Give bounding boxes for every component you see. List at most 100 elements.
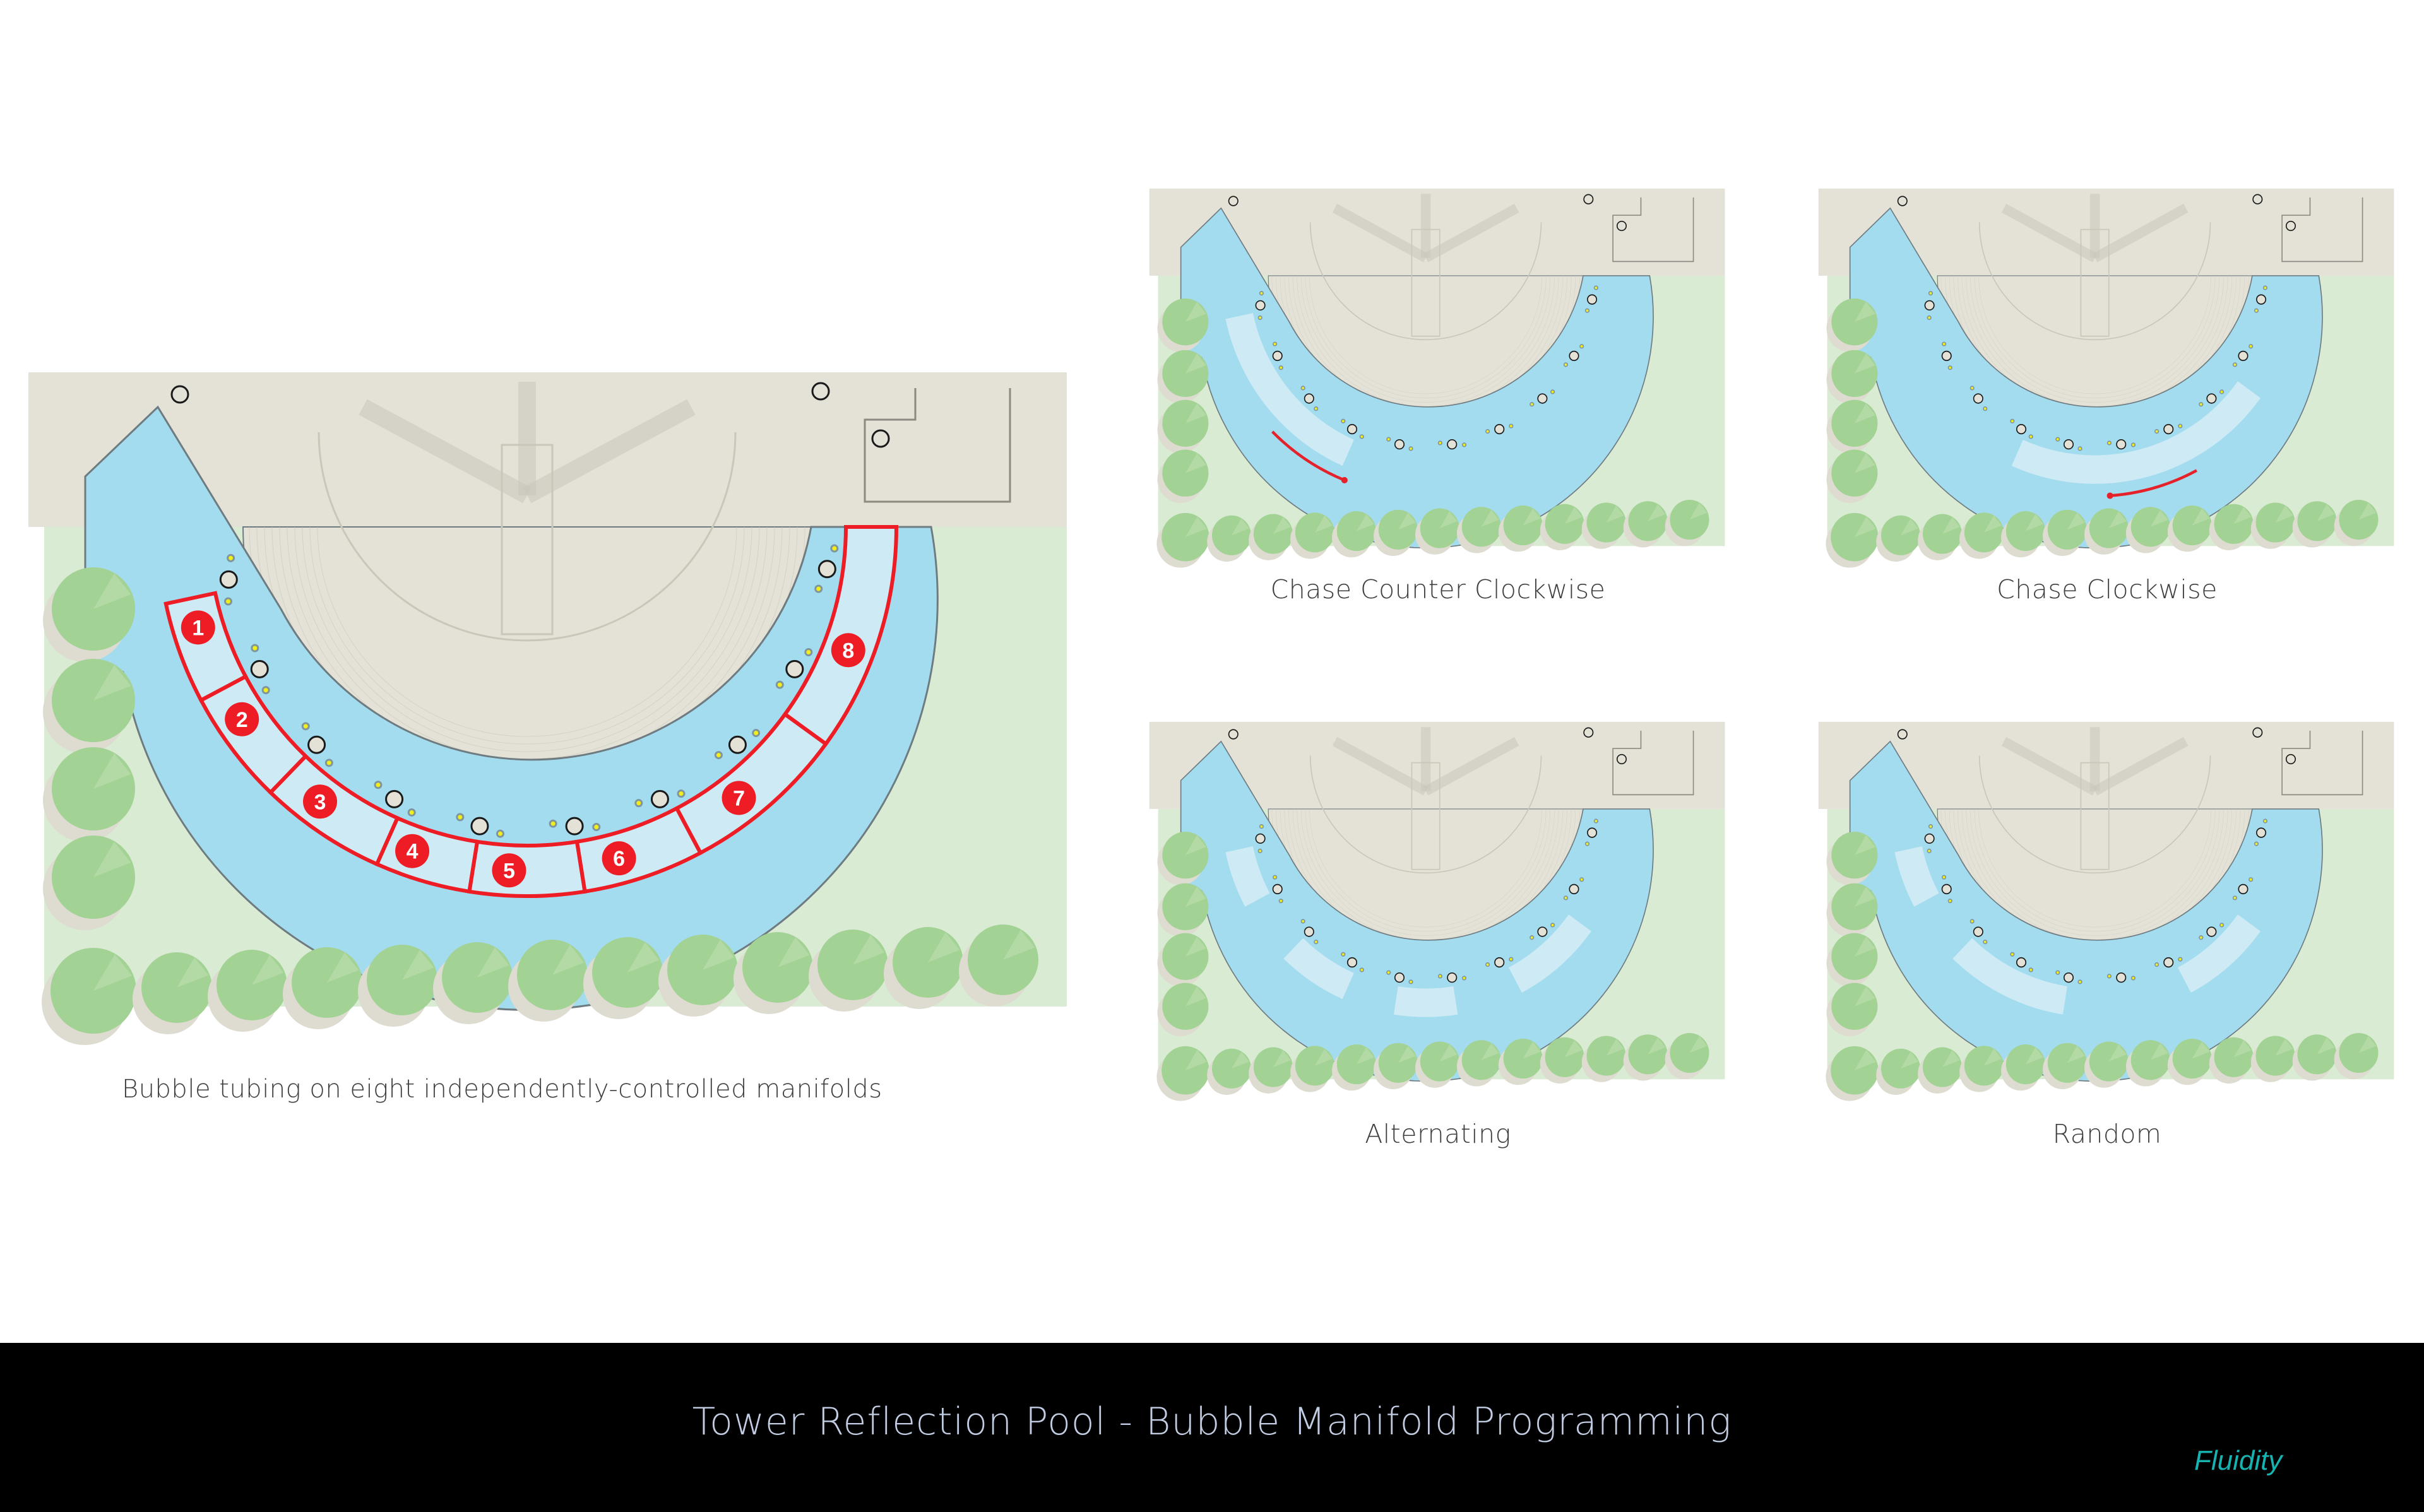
tree: [1826, 883, 1878, 937]
tree-highlight: [1648, 504, 1666, 521]
pool-light: [677, 789, 686, 798]
tree: [1826, 933, 1878, 987]
tree: [1415, 508, 1459, 555]
tree-canopy: [1162, 298, 1209, 346]
tree-highlight: [928, 932, 960, 962]
tree-highlight: [1185, 986, 1206, 1007]
pattern-caption-alternating: Alternating: [1365, 1119, 1511, 1149]
bubble-segment-2: [201, 676, 306, 793]
tree-highlight: [93, 664, 131, 700]
tree-highlight: [1854, 403, 1875, 423]
terrace-step-line: [1978, 275, 2211, 394]
tree-highlight: [2192, 1041, 2210, 1059]
pool-water: [1849, 740, 2323, 1082]
tree-canopy: [1880, 1048, 1921, 1089]
manifold-outline-2: [198, 674, 309, 796]
fountain-fixture: [1346, 423, 1358, 435]
tower-stair-core: [1411, 228, 1441, 337]
tree-highlight: [1185, 1049, 1207, 1071]
bubble-segment-5: [469, 841, 585, 896]
tree: [1157, 883, 1209, 937]
tree-canopy: [1831, 983, 1878, 1030]
tree-highlight: [1523, 508, 1541, 526]
pool-light: [456, 813, 465, 822]
fountain-fixture: [1255, 300, 1266, 311]
manifold-outline-5: [467, 839, 587, 898]
pool-water: [1849, 207, 2323, 549]
tree-highlight: [1523, 1041, 1541, 1059]
tree-canopy: [1922, 514, 1962, 554]
tree-highlight: [1854, 1049, 1876, 1071]
tree: [2043, 509, 2087, 557]
tree-canopy: [2005, 1044, 2045, 1085]
pool-light: [1341, 952, 1346, 957]
tree-canopy: [1670, 1033, 1709, 1073]
plaza-fixture: [1897, 729, 1908, 740]
pool-light: [2249, 344, 2254, 349]
pool-light: [1593, 818, 1599, 824]
pool-light: [2219, 923, 2225, 928]
pool-light: [1273, 875, 1278, 880]
tree: [1290, 512, 1334, 559]
brand-logo-text: Fluidity: [2194, 1445, 2283, 1476]
tree: [1498, 505, 1543, 552]
fountain-fixture: [1569, 350, 1579, 362]
tree-highlight: [177, 957, 209, 988]
tree: [2125, 507, 2170, 553]
tower-wing: [1332, 736, 1429, 796]
manifold-outline-6: [574, 805, 703, 894]
bubble-segment-3: [1283, 405, 1354, 466]
tree: [1249, 514, 1293, 560]
tree-highlight: [1901, 1051, 1918, 1069]
tree: [1826, 449, 1878, 504]
terrace-step-line: [1309, 808, 1542, 928]
fountain-fixture: [2016, 423, 2027, 435]
fountain-fixture: [1973, 926, 1983, 937]
tree-canopy: [2130, 1040, 2170, 1080]
pool-light: [223, 597, 232, 606]
tree-highlight: [778, 937, 810, 967]
pool-light: [1947, 365, 1952, 370]
tree-highlight: [1983, 1049, 2002, 1066]
direction-arrow-head: [1341, 476, 1348, 483]
fountain-fixture: [1587, 294, 1598, 305]
tree-highlight: [1185, 936, 1206, 957]
tree-highlight: [1185, 453, 1206, 473]
tree: [1290, 1046, 1334, 1092]
pool-light: [2130, 442, 2136, 447]
tree-highlight: [1901, 518, 1918, 536]
bubble-segment-5: [2062, 453, 2127, 484]
terrace-step-line: [1301, 808, 1551, 936]
tree: [508, 940, 588, 1022]
pool-light: [2254, 308, 2259, 313]
tree-highlight: [1273, 1050, 1291, 1068]
tree-canopy: [1336, 1044, 1376, 1085]
tree-highlight: [1854, 936, 1875, 957]
tree: [2043, 1042, 2087, 1090]
tree: [433, 942, 513, 1024]
fountain-fixture: [1346, 957, 1358, 968]
tree: [2209, 1037, 2254, 1084]
main-plan-caption: Bubble tubing on eight independently-con…: [122, 1075, 882, 1104]
tree: [1876, 515, 1921, 562]
pool-light: [374, 781, 383, 789]
tree-highlight: [2317, 504, 2335, 521]
pool-light: [301, 722, 310, 731]
tree-canopy: [1378, 1042, 1418, 1083]
terrace-step-line: [1305, 808, 1547, 931]
tree-canopy: [1336, 511, 1376, 552]
tower-core-outline: [318, 432, 737, 642]
pool-light: [775, 680, 784, 689]
tree: [959, 924, 1038, 1007]
pool-light: [2106, 440, 2112, 446]
pool-light: [1550, 923, 1555, 928]
tree-highlight: [1185, 353, 1206, 374]
plaza-fixture: [871, 429, 890, 448]
fountain-fixture: [2206, 926, 2217, 937]
pool-light: [2077, 446, 2082, 451]
tree: [1826, 512, 1879, 568]
pool-light: [1386, 437, 1391, 442]
pool-light: [549, 819, 557, 828]
pool-light: [1259, 824, 1264, 829]
tree: [1826, 1046, 1879, 1101]
